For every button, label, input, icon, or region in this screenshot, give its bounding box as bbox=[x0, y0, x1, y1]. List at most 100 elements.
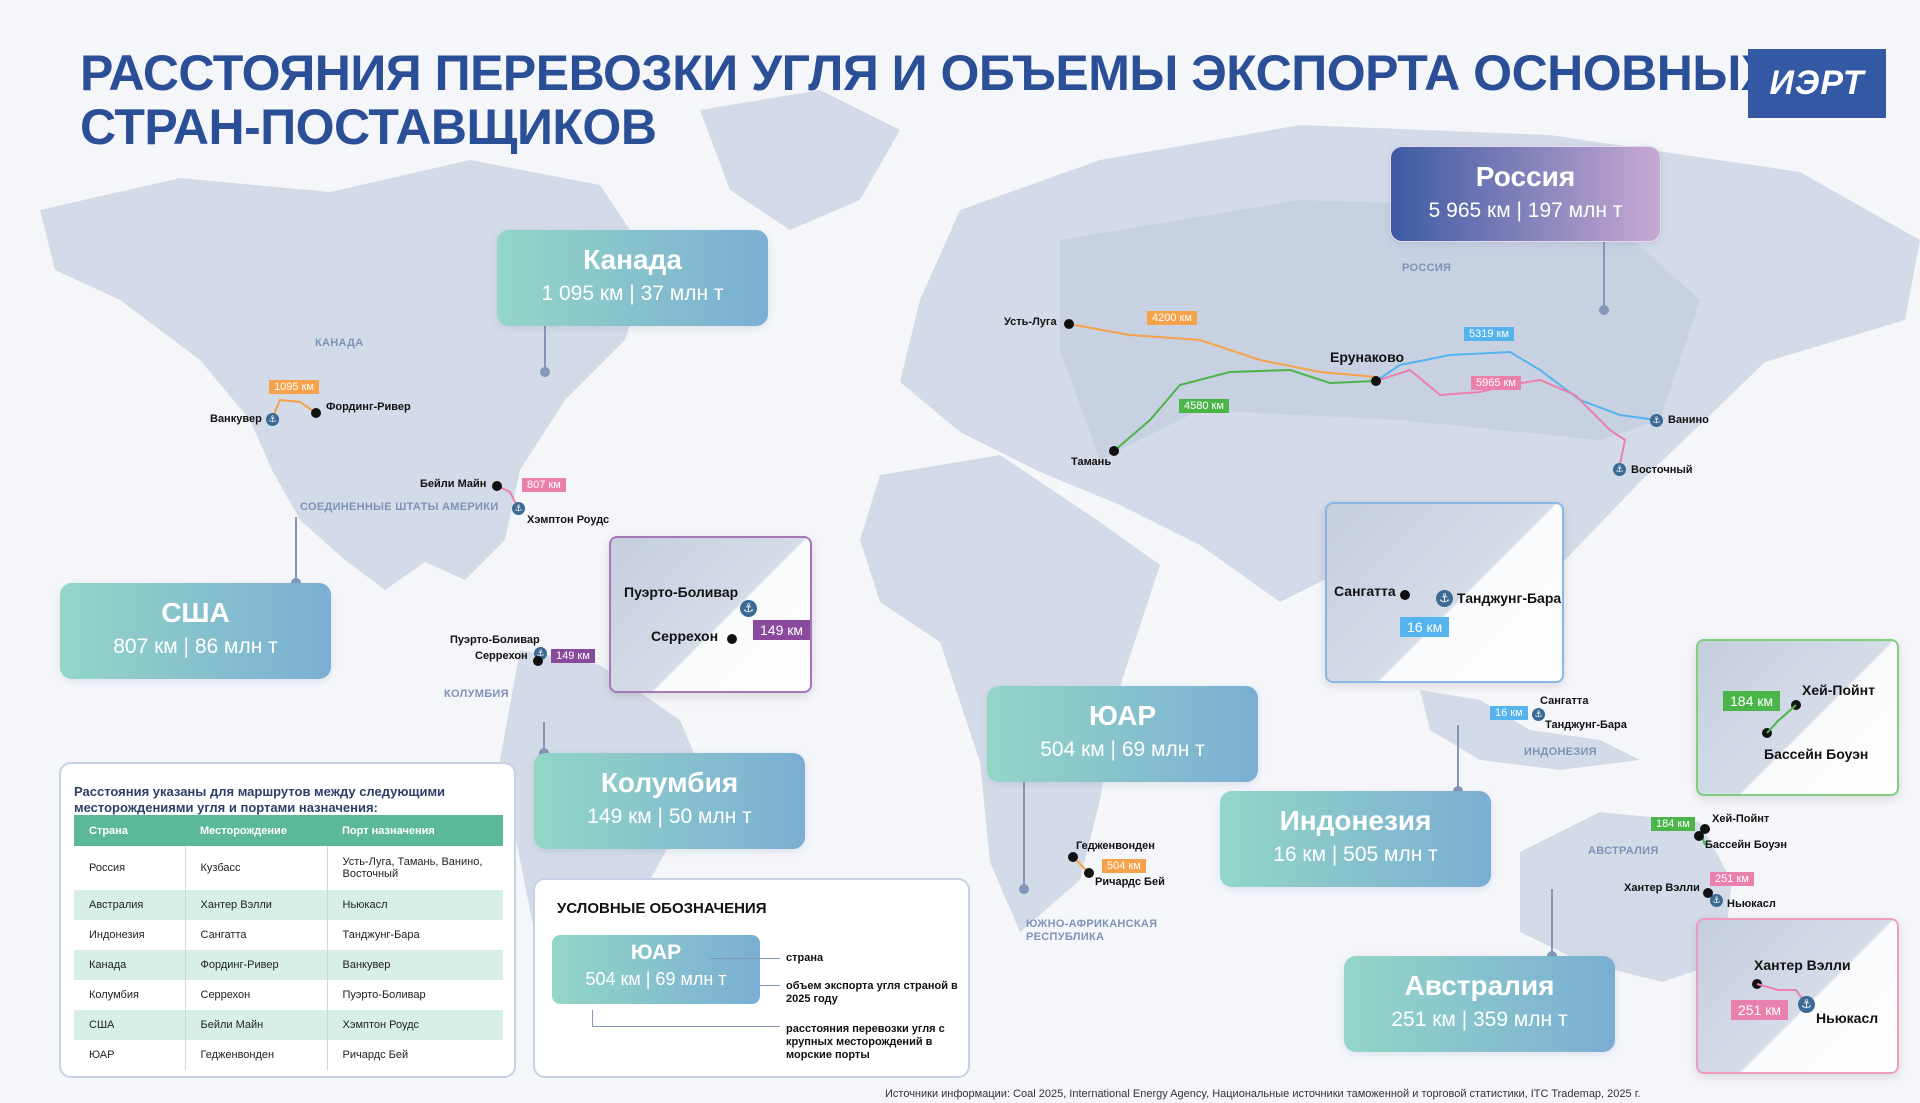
region-canada: КАНАДА bbox=[315, 337, 364, 349]
region-usa: СОЕДИНЕННЫЕ ШТАТЫ АМЕРИКИ bbox=[300, 501, 499, 513]
inset-hay-point: 184 км Хей-Пойнт Бассейн Боуэн bbox=[1696, 639, 1899, 796]
country-name: ЮАР bbox=[1088, 700, 1157, 731]
place-puerto: Пуэрто-Боливар bbox=[624, 584, 739, 600]
table-cell: Австралия bbox=[74, 890, 185, 920]
table-cell: Хэмптон Роудс bbox=[326, 1010, 503, 1040]
place-newcastle: Ньюкасл bbox=[1727, 898, 1776, 910]
place-grootegeluk: Гедженвонден bbox=[1076, 840, 1155, 852]
mine-marker bbox=[1371, 376, 1381, 386]
table-cell: Фординг-Ривер bbox=[184, 950, 327, 980]
country-card-russia: Россия 5 965 км | 197 млн т bbox=[1390, 146, 1661, 242]
distance-badge: 149 км bbox=[551, 649, 595, 663]
mine-marker bbox=[1068, 852, 1078, 862]
place-bowen: Бассейн Боуэн bbox=[1764, 746, 1869, 762]
inset-indonesia: Сангатта ⚓ Танджунг-Бара 16 км bbox=[1325, 502, 1564, 683]
connector-usa bbox=[291, 517, 301, 588]
distance-badge: 504 км bbox=[1102, 859, 1146, 873]
place-tanjung: Танджунг-Бара bbox=[1545, 719, 1627, 731]
region-sa-2: РЕСПУБЛИКА bbox=[1026, 931, 1105, 943]
inset-hunter-valley: Хантер Вэлли 251 км ⚓ Ньюкасл bbox=[1696, 918, 1899, 1074]
logo: ИЭРТ bbox=[1748, 49, 1886, 118]
distance-badge: 5319 км bbox=[1464, 327, 1514, 341]
title-line-1: РАССТОЯНИЯ ПЕРЕВОЗКИ УГЛЯ И ОБЪЕМЫ ЭКСПО… bbox=[80, 45, 1774, 101]
mine-marker bbox=[1400, 590, 1410, 600]
mine-marker bbox=[1703, 888, 1713, 898]
mine-marker bbox=[1109, 446, 1119, 456]
table-cell: Колумбия bbox=[89, 989, 139, 1001]
port-marker bbox=[1700, 824, 1710, 834]
place-ust-luga: Усть-Луга bbox=[1004, 316, 1057, 328]
legend-country-stats: 504 км | 69 млн т bbox=[585, 969, 727, 989]
place-hunter: Хантер Вэлли bbox=[1754, 957, 1851, 973]
table-cell: Серрехон bbox=[184, 980, 327, 1010]
region-colombia: КОЛУМБИЯ bbox=[444, 688, 509, 700]
place-vanino: Ванино bbox=[1668, 414, 1709, 426]
mine-marker bbox=[1694, 831, 1704, 841]
route-vostochny bbox=[1375, 368, 1627, 470]
table-intro: Расстояния указаны для маршрутов между с… bbox=[74, 784, 446, 815]
country-name: Колумбия bbox=[600, 767, 739, 798]
place-newcastle: Ньюкасл bbox=[1816, 1010, 1879, 1026]
region-indonesia: ИНДОНЕЗИЯ bbox=[1524, 746, 1597, 758]
distance-badge: 251 км bbox=[1731, 1000, 1788, 1020]
route-hunter-inset bbox=[1756, 983, 1807, 1005]
place-taman: Тамань bbox=[1071, 456, 1112, 468]
connector-sa bbox=[1019, 780, 1029, 894]
place-vancouver: Ванкувер bbox=[210, 413, 262, 425]
table-cell: ЮАР bbox=[89, 1049, 115, 1061]
region-sa-1: ЮЖНО-АФРИКАНСКАЯ bbox=[1026, 918, 1158, 930]
place-bailey: Бейли Майн bbox=[420, 478, 487, 490]
place-sangatta: Сангатта bbox=[1334, 583, 1396, 599]
region-russia: РОССИЯ bbox=[1402, 262, 1452, 274]
table-cell: Ричардс Бей bbox=[326, 1040, 503, 1070]
mine-marker bbox=[492, 481, 502, 491]
place-erunakovo: Ерунаково bbox=[1330, 349, 1405, 365]
anchor-icon: ⚓ bbox=[512, 502, 525, 515]
country-stats: 5 965 км | 197 млн т bbox=[1428, 199, 1623, 222]
routes-table: Страна Месторождение Порт назначения Рос… bbox=[74, 815, 503, 1070]
distance-badge: 184 км bbox=[1723, 691, 1780, 711]
country-stats: 149 км | 50 млн т bbox=[587, 805, 752, 828]
anchor-icon: ⚓ bbox=[1613, 463, 1626, 476]
mine-marker bbox=[1084, 868, 1094, 878]
place-bowen: Бассейн Боуэн bbox=[1705, 839, 1788, 851]
place-cerrejon: Серрехон bbox=[475, 650, 528, 662]
anchor-icon: ⚓ bbox=[1798, 996, 1815, 1013]
connector-canada bbox=[540, 326, 550, 377]
table-cell: Гедженвонден bbox=[184, 1040, 327, 1070]
table-cell: Хантер Вэлли bbox=[184, 890, 327, 920]
table-cell: Россия bbox=[89, 862, 126, 874]
country-name: Россия bbox=[1475, 161, 1576, 192]
legend-leader bbox=[760, 985, 780, 986]
col-header: Страна bbox=[74, 815, 185, 846]
legend-volume-label: объем экспорта угля страной в 2025 году bbox=[786, 980, 958, 1005]
route-taman bbox=[1113, 368, 1377, 452]
distance-badge: 16 км bbox=[1400, 617, 1450, 637]
anchor-icon: ⚓ bbox=[740, 600, 757, 617]
country-name: Австралия bbox=[1404, 970, 1555, 1001]
place-sangatta: Сангатта bbox=[1540, 695, 1589, 707]
country-name: США bbox=[161, 597, 230, 628]
route-canada bbox=[271, 398, 317, 420]
anchor-icon: ⚓ bbox=[1710, 894, 1723, 907]
title-line-2: СТРАН-ПОСТАВЩИКОВ bbox=[80, 99, 657, 155]
anchor-icon: ⚓ bbox=[1436, 590, 1453, 607]
table-cell: Кузбасс bbox=[184, 846, 327, 890]
place-tanjung: Танджунг-Бара bbox=[1457, 590, 1562, 606]
anchor-icon: ⚓ bbox=[1650, 414, 1663, 427]
place-vostochny: Восточный bbox=[1631, 464, 1693, 476]
anchor-icon: ⚓ bbox=[266, 413, 279, 426]
distance-badge: 4200 км bbox=[1147, 311, 1197, 325]
distance-badge: 251 км bbox=[1710, 872, 1754, 886]
table-cell: Усть-Луга, Тамань, Ванино, Восточный bbox=[326, 846, 503, 890]
place-fording: Фординг-Ривер bbox=[326, 401, 411, 413]
